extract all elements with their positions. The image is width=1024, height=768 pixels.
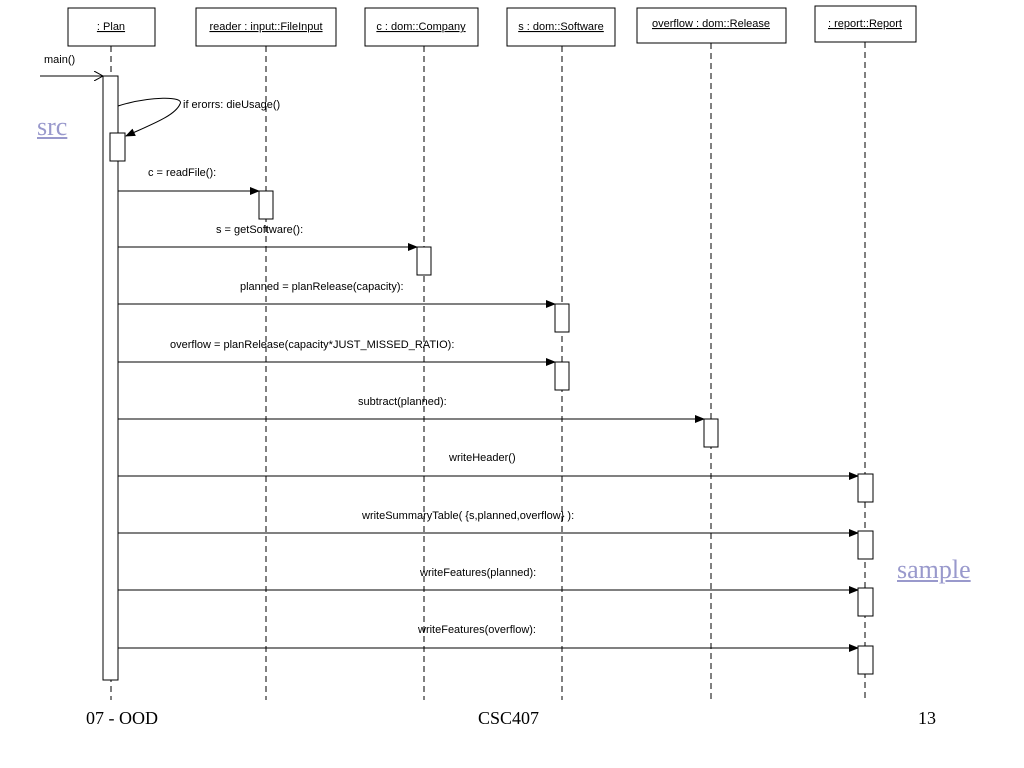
activation-plan-selfcall — [109, 132, 126, 162]
message-label: s = getSoftware(): — [216, 224, 303, 236]
footer-right: 13 — [918, 708, 936, 728]
object-fileinput: reader : input::FileInput — [195, 7, 337, 47]
self-call-arrow — [117, 97, 181, 137]
object-label: : report::Report — [828, 18, 902, 30]
object-label: overflow : dom::Release — [652, 18, 770, 30]
activation-software-planned — [554, 303, 570, 333]
activation-release — [703, 418, 719, 448]
activation-report-features-overflow — [857, 645, 874, 675]
message-label: writeFeatures(planned): — [419, 567, 536, 579]
activation-fileinput — [258, 190, 274, 220]
src-link[interactable]: src — [37, 112, 68, 141]
activation-report-features-planned — [857, 587, 874, 617]
activation-company — [416, 246, 432, 276]
message-label: overflow = planRelease(capacity*JUST_MIS… — [170, 339, 454, 351]
message-label: writeSummaryTable( {s,planned,overflow} … — [361, 510, 574, 522]
object-report: : report::Report — [814, 5, 917, 43]
object-software: s : dom::Software — [506, 7, 616, 47]
footer-left: 07 - OOD — [86, 708, 158, 728]
object-release: overflow : dom::Release — [636, 7, 787, 44]
activation-report-summary — [857, 530, 874, 560]
self-call-label: if erorrs: dieUsage() — [183, 99, 280, 111]
object-company: c : dom::Company — [364, 7, 479, 47]
object-label: s : dom::Software — [518, 21, 604, 33]
message-label: writeFeatures(overflow): — [417, 624, 536, 636]
sample-link[interactable]: sample — [897, 555, 971, 584]
object-label: reader : input::FileInput — [209, 21, 322, 33]
object-label: c : dom::Company — [376, 21, 466, 33]
activation-report-header — [857, 473, 874, 503]
message-label: writeHeader() — [448, 452, 516, 464]
object-label: : Plan — [97, 21, 125, 33]
activation-plan-main — [102, 75, 119, 681]
message-label: planned = planRelease(capacity): — [240, 281, 404, 293]
message-label: subtract(planned): — [358, 396, 447, 408]
entry-call-label: main() — [44, 54, 75, 66]
footer-center: CSC407 — [478, 708, 540, 728]
object-plan: : Plan — [67, 7, 156, 47]
message-label: c = readFile(): — [148, 167, 216, 179]
activation-software-overflow — [554, 361, 570, 391]
